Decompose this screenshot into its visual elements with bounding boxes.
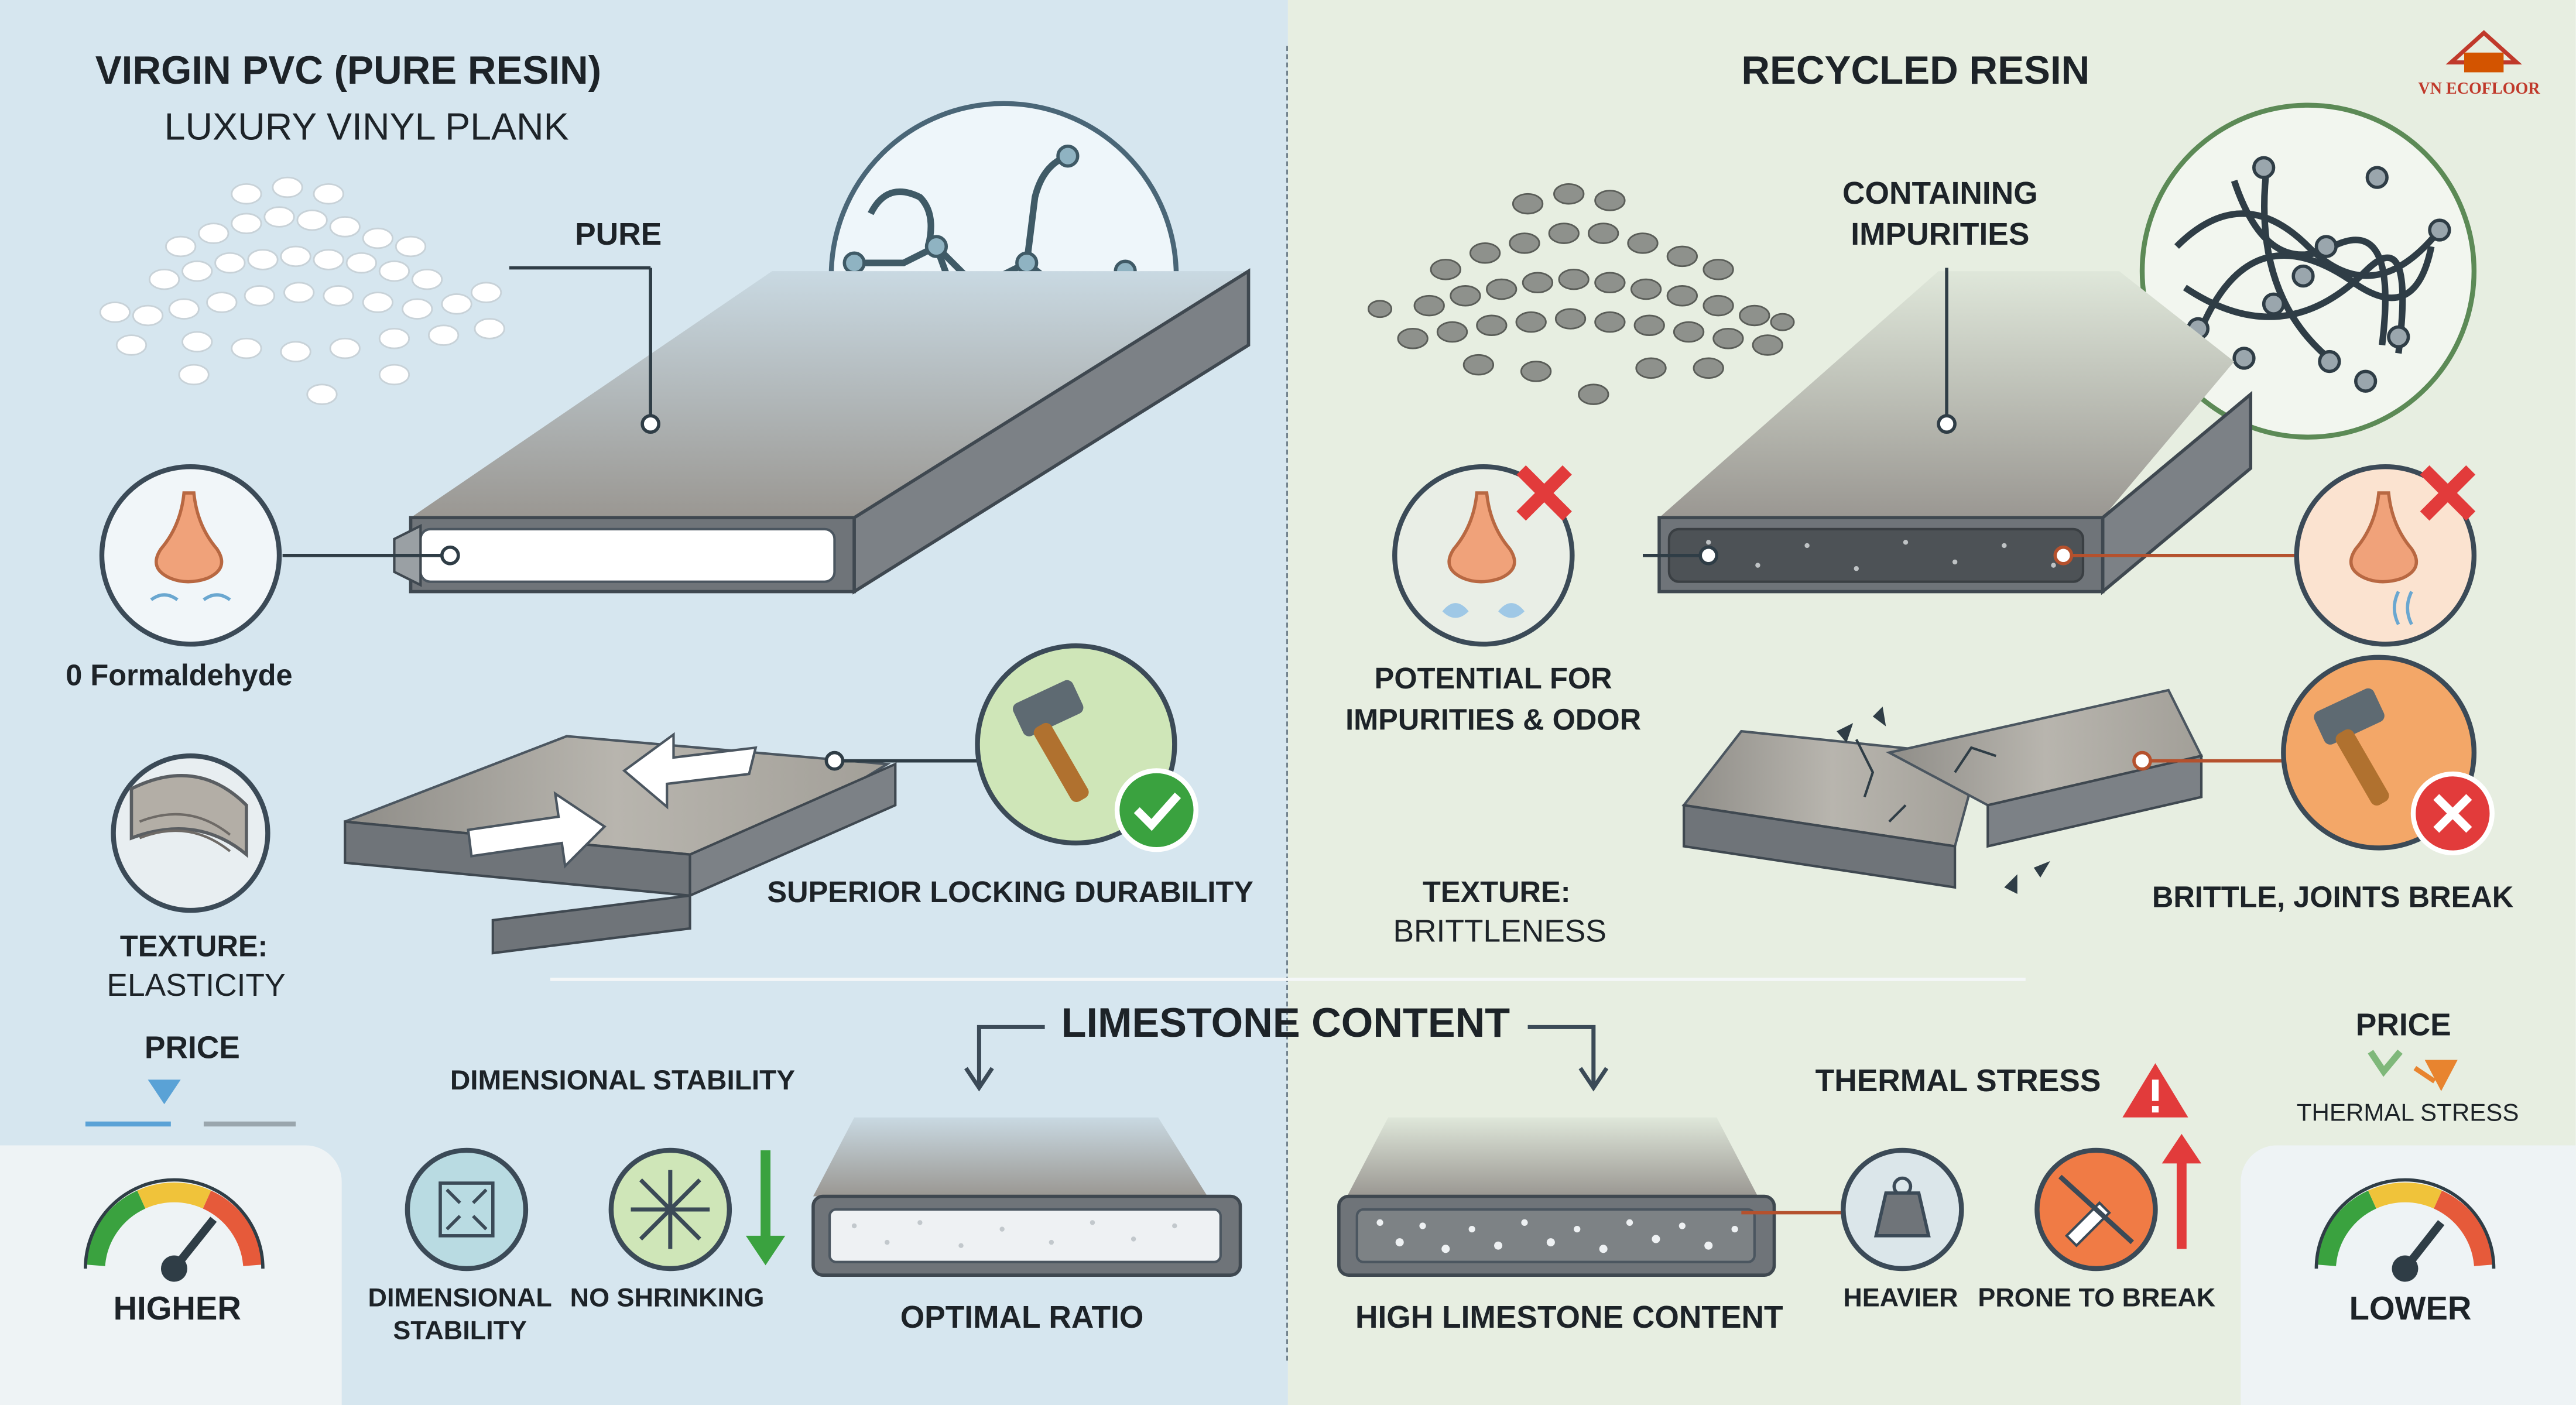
odor-label-1: POTENTIAL FOR xyxy=(1374,662,1612,695)
texture-label-left: TEXTURE: xyxy=(119,930,268,963)
nose-icon xyxy=(99,464,282,647)
hammer-check-icon xyxy=(975,643,1198,852)
brittle-joints-label: BRITTLE, JOINTS BREAK xyxy=(2152,880,2514,914)
price-indicator-high xyxy=(85,1080,296,1127)
optimal-ratio-label: OPTIMAL RATIO xyxy=(900,1301,1144,1337)
center-divider xyxy=(1286,46,1288,1361)
warning-icon xyxy=(2122,1063,2188,1118)
virgin-pvc-subtitle: LUXURY VINYL PLANK xyxy=(164,105,569,148)
impurities-label-1: CONTAINING xyxy=(1842,177,2038,213)
locking-durability-label: SUPERIOR LOCKING DURABILITY xyxy=(767,876,1254,909)
virgin-pvc-title: VIRGIN PVC (PURE RESIN) xyxy=(95,49,602,94)
dimensional-stability-label-1: DIMENSIONAL xyxy=(368,1285,552,1313)
elasticity-texture-icon xyxy=(111,753,270,913)
section-separator xyxy=(550,978,2026,981)
optimal-ratio-plank xyxy=(811,1117,1242,1277)
dimensional-stability-heading: DIMENSIONAL STABILITY xyxy=(450,1064,796,1096)
formaldehyde-label: 0 Formaldehyde xyxy=(66,659,293,692)
hammer-broken-icon xyxy=(2281,654,2495,856)
no-shrinking-icon xyxy=(608,1147,732,1272)
tangled-molecule-icon xyxy=(2139,102,2477,440)
brand-logo-icon xyxy=(2445,30,2522,73)
price-label-right: PRICE xyxy=(2355,1009,2451,1044)
virgin-resin-pellets xyxy=(99,176,505,405)
impurities-label-2: IMPURITIES xyxy=(1851,218,2030,253)
prone-to-break-icon xyxy=(2034,1147,2158,1272)
pure-label: PURE xyxy=(575,218,662,253)
locking-planks-illustration xyxy=(344,732,897,955)
price-thermal-stress-label: THERMAL STRESS xyxy=(2296,1099,2519,1128)
higher-gauge-icon xyxy=(84,1178,265,1282)
no-shrinking-label: NO SHRINKING xyxy=(570,1285,765,1313)
price-level-higher: HIGHER xyxy=(113,1291,241,1328)
broken-planks-illustration xyxy=(1681,688,2204,895)
weight-icon xyxy=(1841,1147,1964,1272)
lower-gauge-icon xyxy=(2314,1178,2496,1282)
high-limestone-plank xyxy=(1337,1117,1776,1277)
recycled-resin-title: RECYCLED RESIN xyxy=(1741,49,2090,94)
prone-to-break-label: PRONE TO BREAK xyxy=(1978,1285,2216,1313)
limestone-content-heading: LIMESTONE CONTENT xyxy=(1061,1000,1510,1047)
brand-name: VN ECOFLOOR xyxy=(2418,80,2540,99)
dimensional-stability-icon xyxy=(405,1147,529,1272)
texture-value-elasticity: ELASTICITY xyxy=(107,969,286,1005)
high-limestone-label: HIGH LIMESTONE CONTENT xyxy=(1355,1301,1783,1337)
odor-label-2: IMPURITIES & ODOR xyxy=(1345,703,1642,736)
dimensional-stability-label-2: STABILITY xyxy=(393,1318,527,1346)
virgin-plank-illustration xyxy=(393,268,1251,595)
heavier-label: HEAVIER xyxy=(1843,1285,1958,1313)
texture-value-brittleness: BRITTLENESS xyxy=(1393,915,1606,950)
texture-label-right: TEXTURE: xyxy=(1422,876,1571,909)
price-level-lower: LOWER xyxy=(2349,1291,2472,1328)
thermal-stress-heading: THERMAL STRESS xyxy=(1815,1064,2101,1099)
recycled-resin-pellets xyxy=(1367,183,1795,405)
price-label-left: PRICE xyxy=(144,1032,240,1067)
